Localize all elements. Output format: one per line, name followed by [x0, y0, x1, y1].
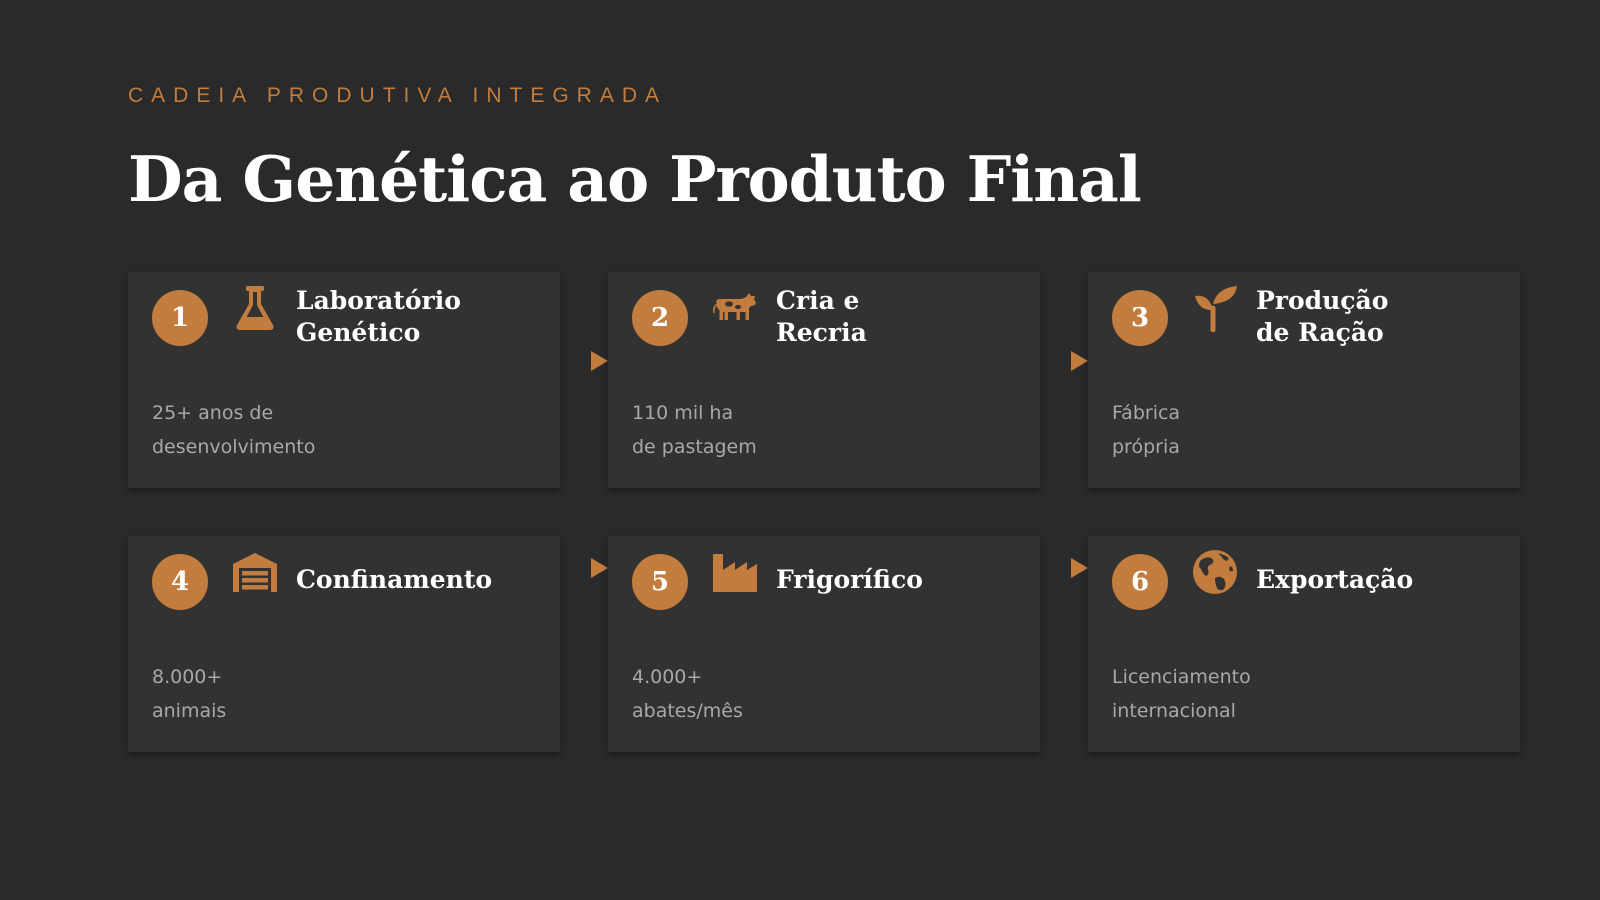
globe-icon: [1191, 548, 1239, 596]
seedling-icon: [1191, 284, 1239, 332]
step-number-badge: 5: [632, 554, 688, 610]
cow-icon: [711, 284, 759, 332]
step-card-confinamento: 4 Confinamento 8.000+ animais: [128, 536, 560, 752]
step-description: 110 mil ha de pastagem: [632, 402, 757, 458]
step-description: 25+ anos de desenvolvimento: [152, 402, 316, 458]
page-title: Da Genética ao Produto Final: [128, 142, 1142, 216]
warehouse-icon: [231, 548, 279, 596]
flow-arrow-icon: [1071, 351, 1088, 371]
step-description: Fábrica própria: [1112, 402, 1181, 458]
step-number-badge: 2: [632, 290, 688, 346]
section-eyebrow: CADEIA PRODUTIVA INTEGRADA: [128, 84, 668, 107]
flask-icon: [231, 284, 279, 332]
flow-arrow-icon: [591, 558, 608, 578]
factory-icon: [711, 548, 759, 596]
step-description: Licenciamento internacional: [1112, 666, 1251, 722]
flow-arrow-icon: [591, 351, 608, 371]
step-card-cria-recria: 2 Cria e Recria 110 mil ha de pastagem: [608, 272, 1040, 488]
step-number-badge: 4: [152, 554, 208, 610]
step-title: Frigorífico: [776, 565, 923, 594]
step-title: Laboratório Genético: [296, 286, 461, 347]
flow-arrow-icon: [1071, 558, 1088, 578]
step-description: 4.000+ abates/mês: [632, 666, 743, 722]
step-card-producao-racao: 3 Produção de Ração Fábrica própria: [1088, 272, 1520, 488]
step-title: Cria e Recria: [776, 286, 867, 347]
step-description: 8.000+ animais: [152, 666, 227, 722]
step-number-badge: 3: [1112, 290, 1168, 346]
step-title: Confinamento: [296, 565, 493, 594]
step-title: Exportação: [1256, 565, 1414, 594]
step-number-badge: 6: [1112, 554, 1168, 610]
step-card-frigorifico: 5 Frigorífico 4.000+ abates/mês: [608, 536, 1040, 752]
step-title: Produção de Ração: [1256, 286, 1389, 347]
step-card-laboratorio: 1 Laboratório Genético 25+ anos de desen…: [128, 272, 560, 488]
step-number-badge: 1: [152, 290, 208, 346]
step-card-exportacao: 6 Exportação Licenciamento internacional: [1088, 536, 1520, 752]
